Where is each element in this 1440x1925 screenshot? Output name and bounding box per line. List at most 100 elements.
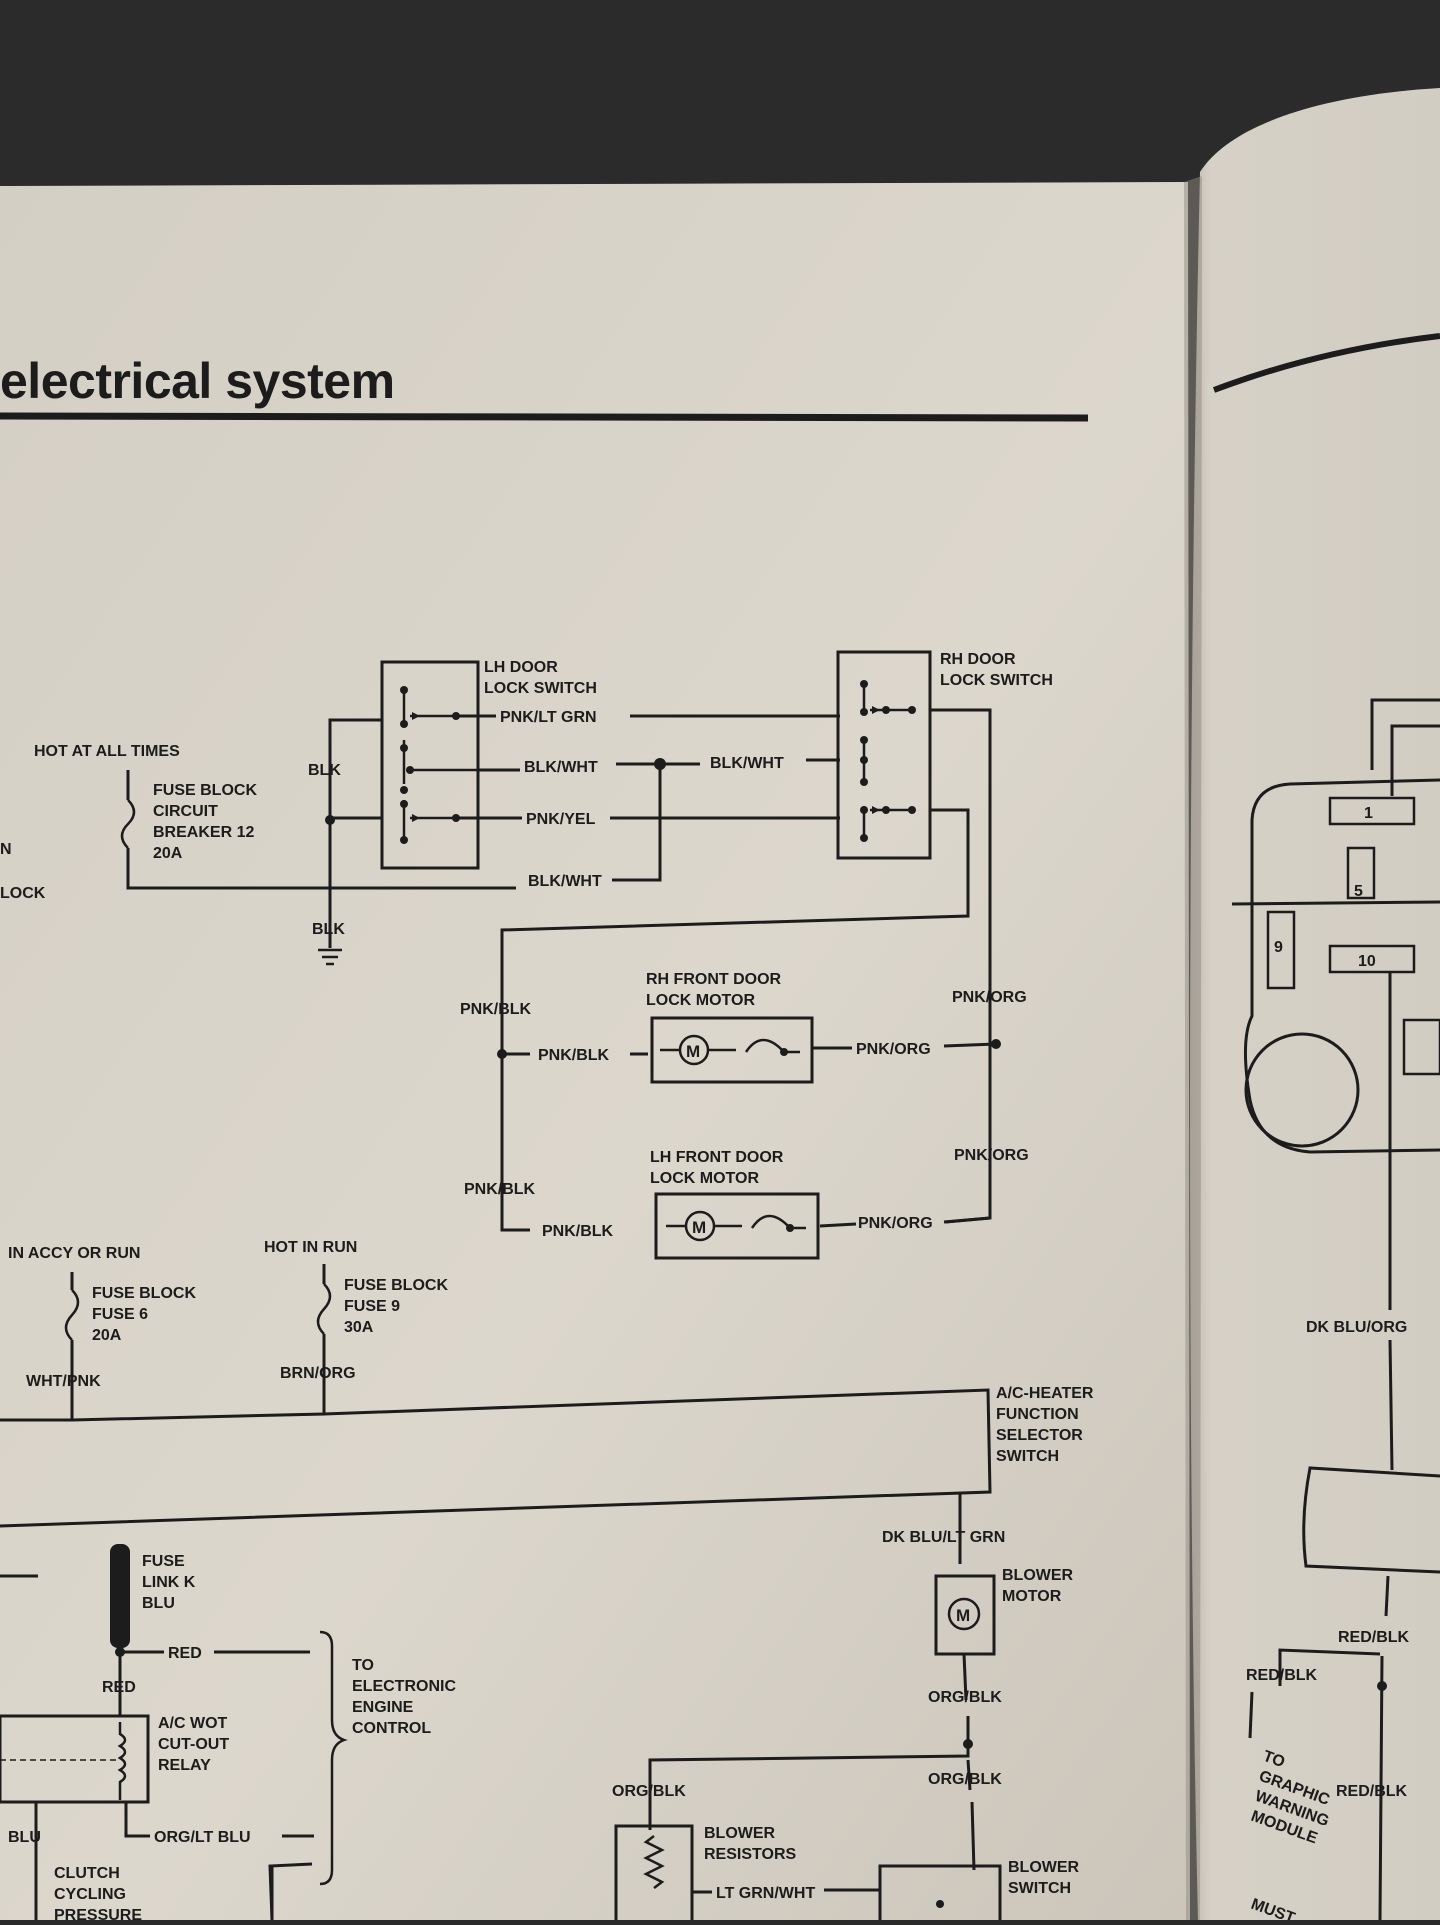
ac-wot-relay-box (0, 1714, 150, 1804)
cb12-line-3: BREAKER 12 (153, 824, 254, 841)
left-page (0, 182, 1190, 1920)
red-wires (0, 1574, 310, 1716)
pnk-org-branches (812, 1042, 997, 1228)
rh-door-lock-switch-box (836, 650, 932, 860)
relay-coil-symbol (117, 1722, 127, 1800)
fuse-9-symbol (316, 1283, 332, 1335)
ac-switch-line-1: A/C-HEATER (996, 1385, 1094, 1402)
resistors-label-2: RESISTORS (704, 1846, 797, 1863)
wire-label-pnk-blk-2: PNK/BLK (538, 1047, 610, 1064)
cb12-line-4: 20A (153, 845, 183, 862)
dk-blu-org-wire (1388, 972, 1394, 1471)
wire-label-red-1: RED (168, 1645, 202, 1662)
wire-label-red-blk-2: RED/BLK (1246, 1667, 1318, 1684)
red-blk-wires (1278, 1575, 1390, 1921)
rh-switch-label-1: RH DOOR (940, 651, 1016, 668)
blk-wht-drop (612, 764, 662, 882)
wire-label-org-lt-blu: ORG/LT BLU (154, 1829, 251, 1846)
ac-switch-line-3: SELECTOR (996, 1427, 1083, 1444)
pnk-org-splice (991, 1039, 1001, 1049)
blower-switch-label-1: BLOWER (1008, 1859, 1080, 1876)
hot-at-all-times-label: HOT AT ALL TIMES (34, 743, 180, 760)
rh-motor-pivot (780, 1048, 788, 1056)
cut-off-label-n: N (0, 841, 12, 858)
right-page (1190, 88, 1440, 1920)
wire-label-pnk-yel: PNK/YEL (526, 811, 596, 828)
fuse-slot-5 (1346, 846, 1376, 900)
blower-switch-label-2: SWITCH (1008, 1880, 1071, 1897)
to-graphic-wire (1248, 1691, 1254, 1739)
fuse-panel-divider (1231, 900, 1440, 906)
clutch-label-2: CYCLING (54, 1886, 126, 1903)
lt-grn-wht-wire (692, 1888, 880, 1894)
fuse-slot-9 (1266, 910, 1296, 990)
fuse-6-symbol (64, 1289, 80, 1341)
clutch-label-1: CLUTCH (54, 1865, 120, 1882)
eec-label-1: TO (352, 1657, 374, 1674)
fuse-slot-10 (1328, 944, 1416, 974)
red-splice (115, 1647, 125, 1657)
wire-label-red-blk-3: RED/BLK (1336, 1783, 1408, 1800)
org-blk-splice (963, 1739, 973, 1749)
blower-resistors-box (614, 1824, 694, 1925)
wire-label-lt-grn-wht: LT GRN/WHT (716, 1885, 815, 1902)
wire-label-pnk-blk-3: PNK/BLK (464, 1181, 536, 1198)
fuse-slot-9-label: 9 (1274, 939, 1283, 956)
right-page-rule (1212, 333, 1440, 393)
relay-label-2: CUT-OUT (158, 1736, 229, 1753)
wire-label-red-2: RED (102, 1679, 136, 1696)
fuse9-line-1: FUSE BLOCK (344, 1277, 448, 1294)
wire-label-blk-wht-3: BLK/WHT (528, 873, 602, 890)
blower-motor-label-2: MOTOR (1002, 1588, 1062, 1605)
fuse-slot-5-label: 5 (1354, 883, 1363, 900)
cb12-line-1: FUSE BLOCK (153, 782, 257, 799)
cb12-line-2: CIRCUIT (153, 803, 218, 820)
fuse-link-line-2: LINK K (142, 1574, 196, 1591)
fuse-link-k-symbol (110, 1544, 130, 1648)
org-blk-wires (648, 1653, 976, 1871)
lh-motor-pivot (786, 1224, 794, 1232)
wire-label-org-blk-3: ORG/BLK (612, 1783, 686, 1800)
eec-label-2: ELECTRONIC (352, 1678, 456, 1695)
ac-heater-selector-switch-box (0, 1384, 992, 1528)
fuse-panel-right-box (1402, 1018, 1440, 1076)
door-lock-circuit: HOT AT ALL TIMES FUSE BLOCK CIRCUIT BREA… (0, 650, 1053, 1260)
resistor-symbol (643, 1835, 665, 1889)
fuse6-line-3: 20A (92, 1327, 122, 1344)
lh-switch-label-2: LOCK SWITCH (484, 680, 597, 697)
red-blk-splice (1377, 1681, 1387, 1691)
rh-front-door-lock-motor-box (650, 1016, 814, 1084)
fuse-link-line-3: BLU (142, 1595, 175, 1612)
fuse-panel-feed-wires (1370, 698, 1440, 796)
ac-switch-line-4: SWITCH (996, 1448, 1059, 1465)
resistors-label-1: BLOWER (704, 1825, 776, 1842)
blower-motor-m: M (956, 1606, 970, 1625)
wire-label-pnk-org-1: PNK/ORG (952, 989, 1027, 1006)
blower-motor-label-1: BLOWER (1002, 1567, 1074, 1584)
wire-label-red-blk-1: RED/BLK (1338, 1629, 1410, 1646)
lh-front-door-lock-motor-box (654, 1192, 820, 1260)
eec-brace (319, 1630, 348, 1886)
wire-label-dk-blu-lt-grn: DK BLU/LT GRN (882, 1529, 1005, 1546)
lh-door-lock-switch-box (380, 660, 480, 870)
rh-switch-label-2: LOCK SWITCH (940, 672, 1053, 689)
lh-switch-dots (400, 686, 460, 844)
blower-switch-box (878, 1864, 1002, 1925)
wire-label-pnk-blk-1: PNK/BLK (460, 1001, 532, 1018)
ground-splice-dot (325, 815, 335, 825)
relay-label-3: RELAY (158, 1757, 211, 1774)
wire-label-blk-wht-2: BLK/WHT (710, 755, 784, 772)
lh-motor-label-1: LH FRONT DOOR (650, 1149, 784, 1166)
gutter-shadow (1184, 176, 1202, 1920)
wire-label-blu: BLU (8, 1829, 41, 1846)
wire-label-org-blk-2: ORG/BLK (928, 1771, 1002, 1788)
fuse6-line-2: FUSE 6 (92, 1306, 148, 1323)
hot-in-run-label: HOT IN RUN (264, 1239, 357, 1256)
relay-output-wires (34, 1802, 314, 1921)
wire-label-dk-blu-org: DK BLU/ORG (1306, 1319, 1407, 1336)
wire-label-pnk-org-3: PNK/ORG (954, 1147, 1029, 1164)
rh-motor-label-1: RH FRONT DOOR (646, 971, 782, 988)
wire-label-org-blk-1: ORG/BLK (928, 1689, 1002, 1706)
fuse9-line-2: FUSE 9 (344, 1298, 400, 1315)
